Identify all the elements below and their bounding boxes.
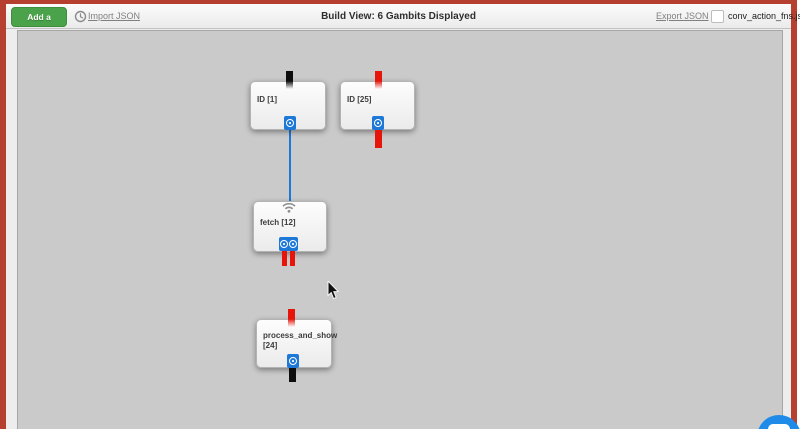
output-socket-double-icon[interactable]	[279, 237, 298, 251]
node-label: fetch [12]	[260, 218, 296, 227]
socket-ring-icon	[374, 119, 382, 127]
input-connector-black[interactable]	[286, 71, 293, 89]
input-connector-red[interactable]	[288, 309, 295, 327]
chat-widget-button[interactable]	[757, 415, 800, 429]
output-connector-red[interactable]	[290, 251, 295, 266]
export-json-link[interactable]: Export JSON	[656, 11, 709, 21]
window-edge	[797, 0, 800, 429]
socket-ring-icon	[280, 240, 288, 248]
output-socket-icon[interactable]	[287, 354, 299, 368]
script-file-checkbox[interactable]	[711, 10, 724, 23]
build-view-title: Build View: 6 Gambits Displayed	[321, 11, 476, 22]
connection-wire[interactable]	[289, 130, 291, 202]
script-filename-label: conv_action_fns.js	[728, 11, 800, 21]
node-label: ID [25]	[347, 95, 372, 104]
toolbar: Add a Gambit Import JSON Build View: 6 G…	[6, 4, 800, 40]
output-socket-icon[interactable]	[284, 116, 296, 130]
output-connector-red[interactable]	[282, 251, 287, 266]
wifi-icon	[282, 203, 296, 213]
output-connector-black[interactable]	[289, 368, 296, 382]
socket-ring-icon	[289, 357, 297, 365]
import-json-link[interactable]: Import JSON	[88, 11, 141, 21]
socket-ring-icon	[289, 240, 297, 248]
node-label: ID [1]	[257, 95, 277, 104]
output-socket-icon[interactable]	[372, 116, 384, 130]
history-clock-icon[interactable]	[73, 9, 88, 24]
socket-ring-icon	[286, 119, 294, 127]
input-connector-red[interactable]	[375, 71, 382, 89]
output-connector-red[interactable]	[375, 130, 382, 148]
chat-bubble-icon	[768, 424, 790, 429]
node-label: process_and_show [24]	[263, 331, 338, 350]
